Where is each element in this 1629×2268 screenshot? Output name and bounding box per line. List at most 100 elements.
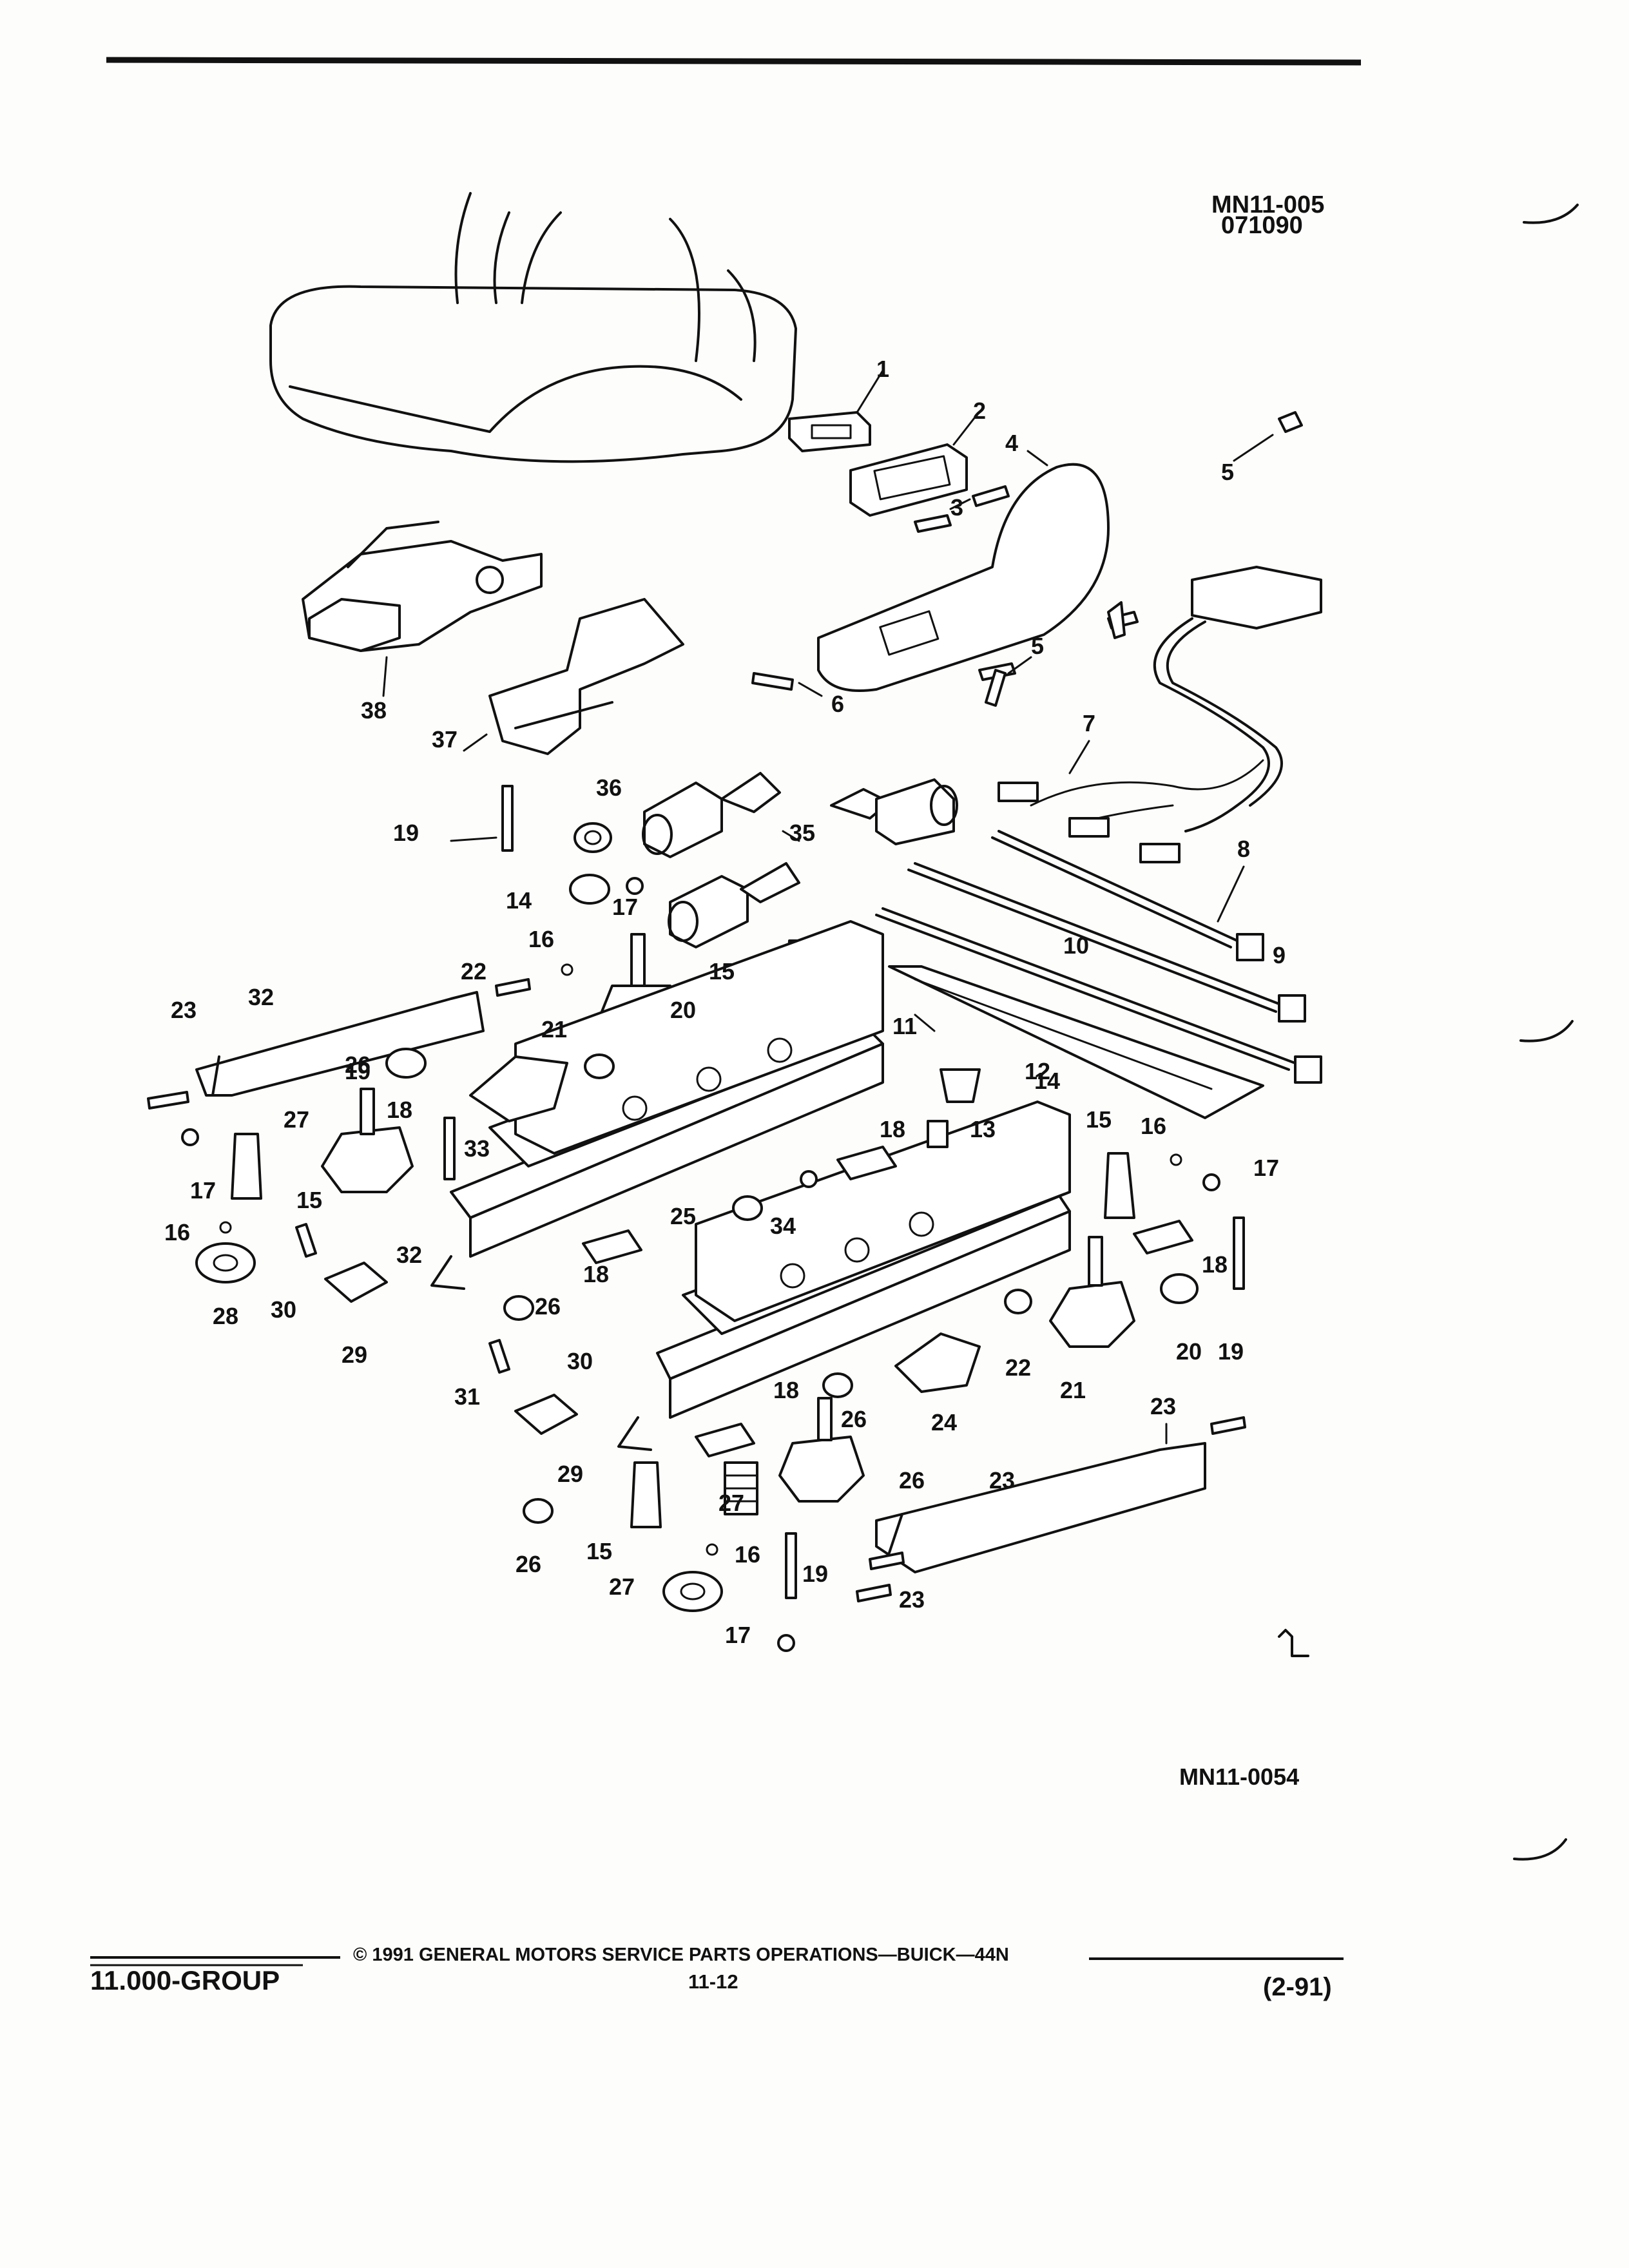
callout: 18	[1202, 1251, 1228, 1278]
callout-labels: 1 2 3 4 5 5 6 7 8 9 10 11 12 13 14 14 15…	[164, 356, 1286, 1648]
callout: 19	[345, 1058, 371, 1084]
callout: 21	[1060, 1377, 1086, 1403]
callout: 18	[880, 1116, 905, 1142]
part-16-pins	[219, 963, 1182, 1556]
ref-code-line1: MN11-005	[1211, 191, 1324, 218]
callout: 18	[583, 1261, 609, 1287]
callout: 23	[899, 1586, 925, 1613]
part-23-32-screws	[147, 978, 1246, 1602]
callout: 23	[171, 997, 197, 1023]
part-4-side-panel	[817, 450, 1110, 692]
part-35-25-brackets	[469, 1055, 981, 1393]
part-5-screws	[978, 411, 1303, 707]
top-rule	[106, 57, 1362, 66]
callout: 17	[725, 1622, 751, 1648]
part-37-motors	[642, 772, 958, 948]
callout: 17	[612, 894, 638, 920]
callout: 27	[718, 1490, 744, 1516]
callout: 19	[393, 820, 419, 846]
callout: 22	[1005, 1354, 1031, 1381]
callout: 25	[670, 1203, 696, 1229]
part-6-screw	[751, 672, 823, 697]
callout: 28	[213, 1303, 238, 1329]
callout: 31	[454, 1383, 480, 1410]
part-3-screws	[914, 485, 1010, 533]
margin-mark	[1523, 204, 1579, 224]
callout: 26	[516, 1551, 541, 1577]
callout: 5	[1221, 459, 1234, 485]
figure-id: MN11-0054	[1179, 1763, 1299, 1790]
callout: 20	[1176, 1338, 1202, 1365]
callout: 23	[1150, 1393, 1176, 1419]
part-24-inner-trim	[875, 1423, 1206, 1573]
callout: 32	[396, 1242, 422, 1268]
footer-copyright: © 1991 GENERAL MOTORS SERVICE PARTS OPER…	[353, 1945, 1009, 1965]
small-fasteners	[503, 1053, 1032, 1524]
callout: 5	[1031, 633, 1044, 659]
callout: 26	[535, 1293, 561, 1320]
callout: 17	[190, 1177, 216, 1204]
callout: 24	[931, 1409, 957, 1436]
callout: 14	[506, 887, 532, 914]
part-8-9-10-drive-cables	[875, 830, 1322, 1084]
callout: 4	[1005, 430, 1018, 456]
callout: 18	[773, 1377, 799, 1403]
callout: 35	[789, 820, 815, 846]
callout: 32	[248, 984, 274, 1010]
callout: 15	[1086, 1106, 1112, 1133]
callout: 6	[831, 691, 844, 717]
cu-symbol	[1278, 1629, 1309, 1657]
callout: 23	[989, 1467, 1015, 1494]
part-19-pins	[443, 785, 1245, 1599]
callout: 19	[1218, 1338, 1244, 1365]
callout: 19	[802, 1561, 828, 1587]
callout: 16	[1141, 1113, 1166, 1139]
part-7-wiring-harness	[998, 566, 1322, 863]
callout: 7	[1083, 710, 1095, 736]
callout: 29	[342, 1341, 367, 1368]
callout: 9	[1273, 942, 1286, 968]
ref-code-line2: 071090	[1221, 212, 1303, 239]
callout: 16	[164, 1219, 190, 1245]
callout: 15	[586, 1538, 612, 1564]
callout: 10	[1063, 932, 1089, 959]
callout: 26	[899, 1467, 925, 1494]
part-1-switch	[788, 369, 884, 452]
part-38-clip	[574, 822, 612, 853]
callout: 30	[271, 1296, 296, 1323]
callout: 11	[892, 1013, 917, 1039]
part-39-bracket	[463, 598, 684, 755]
callout: 27	[284, 1106, 309, 1133]
callout: 21	[541, 1016, 567, 1043]
callout: 17	[1253, 1155, 1279, 1181]
footer-page-number: 11-12	[688, 1970, 738, 1993]
part-17-screws	[181, 877, 1220, 1652]
callout: 14	[1034, 1068, 1060, 1094]
callout: 16	[735, 1541, 760, 1568]
part-31-inner-rail	[617, 1100, 1071, 1451]
callout: 26	[345, 1052, 371, 1078]
callout: 20	[670, 997, 696, 1023]
callout: 15	[296, 1187, 322, 1213]
part-18-clips	[582, 1146, 1193, 1457]
callout: 38	[361, 697, 387, 724]
callout: 18	[387, 1097, 412, 1123]
callout: 36	[596, 774, 622, 801]
callout: 22	[461, 958, 487, 985]
callout: 33	[464, 1135, 490, 1162]
part-36-screw	[800, 1170, 818, 1188]
callout: 26	[841, 1406, 867, 1432]
part-40-motor-assembly	[302, 521, 543, 697]
callout: 30	[567, 1348, 593, 1374]
callout: 1	[876, 356, 889, 382]
callout: 29	[557, 1461, 583, 1487]
margin-mark	[1513, 1838, 1567, 1861]
callout: 2	[973, 398, 986, 424]
part-28-29-30-parts	[195, 1242, 758, 1612]
callout: 13	[970, 1116, 996, 1142]
callout: 3	[950, 494, 963, 521]
callout: 16	[528, 926, 554, 952]
callout: 12	[1025, 1058, 1050, 1084]
